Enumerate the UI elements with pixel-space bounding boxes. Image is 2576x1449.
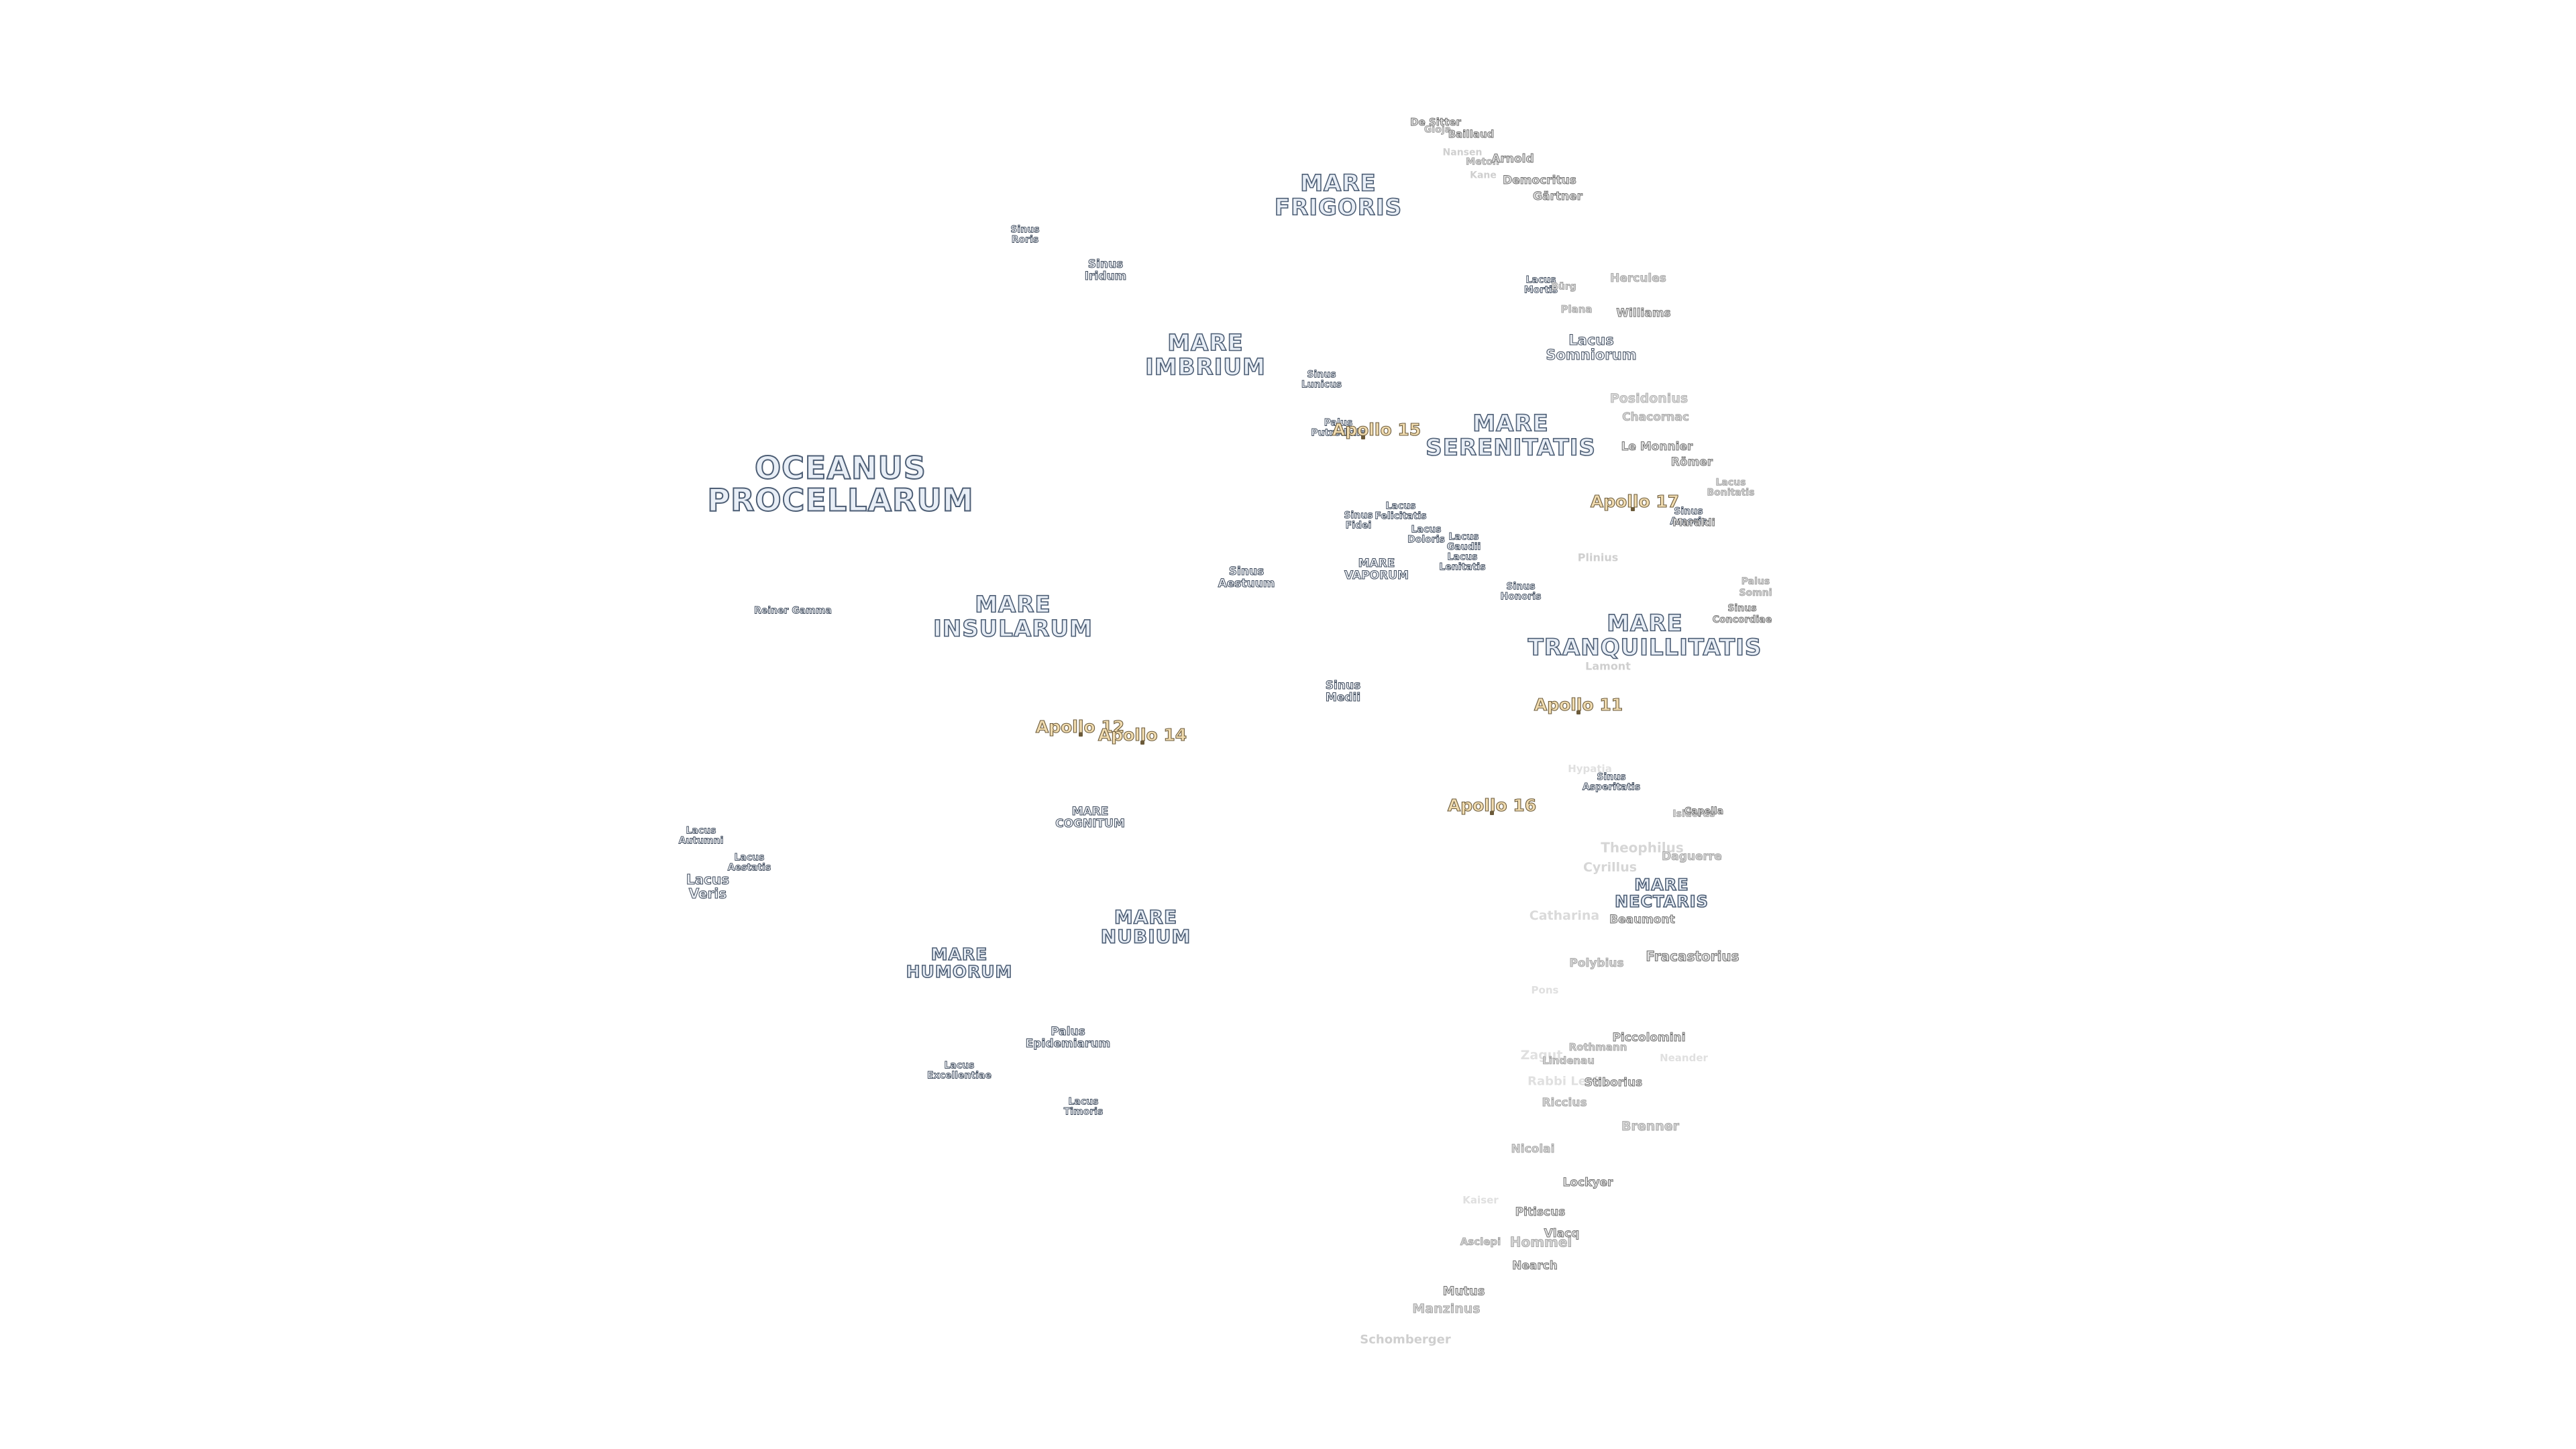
- nansen-label: Nansen: [1442, 147, 1483, 158]
- posidonius-label: Posidonius: [1609, 391, 1688, 407]
- pons-label: Pons: [1531, 984, 1559, 997]
- brenner-label: Brenner: [1621, 1119, 1680, 1134]
- democritus-label: Democritus: [1503, 174, 1577, 188]
- lamont-label: Lamont: [1585, 659, 1631, 673]
- catharina-label: Catharina: [1529, 908, 1600, 924]
- apollo-11-marker: [1576, 710, 1580, 714]
- reiner-gamma-label: Reiner Gamma: [754, 605, 833, 616]
- rothmann-label: Rothmann: [1568, 1041, 1627, 1054]
- apollo-16-marker: [1490, 811, 1494, 815]
- lindenau-label: Lindenau: [1542, 1055, 1595, 1067]
- rabbi-levi-label: Rabbi Levi: [1527, 1074, 1599, 1089]
- maraldi-label: Maraldi: [1672, 517, 1715, 529]
- neander-label: Neander: [1660, 1052, 1708, 1065]
- apollo-17-label: Apollo 17: [1590, 491, 1680, 511]
- meton-label: Meton: [1466, 156, 1500, 168]
- isidorus-label: Isidorus: [1672, 808, 1715, 820]
- chacornac-label: Chacornac: [1622, 411, 1690, 425]
- polybius-label: Polybius: [1569, 957, 1624, 971]
- hommel-label: Hommel: [1509, 1234, 1572, 1250]
- arnold-label: Arnold: [1491, 152, 1534, 166]
- burg-label: Bürg: [1551, 281, 1576, 292]
- pitiscus-label: Pitiscus: [1515, 1205, 1566, 1220]
- le-monnier-label: Le Monnier: [1621, 440, 1693, 454]
- sinus-concordiae-label: Sinus Concordiae: [1712, 603, 1772, 626]
- romer-label: Römer: [1670, 455, 1713, 470]
- lockyer-label: Lockyer: [1562, 1176, 1613, 1190]
- theophilus-label: Theophilus: [1601, 839, 1684, 856]
- kaiser-label: Kaiser: [1462, 1194, 1499, 1207]
- apollo-14-marker: [1140, 741, 1144, 745]
- stiborius-label: Stiborius: [1584, 1076, 1643, 1090]
- plana-label: Plana: [1560, 303, 1593, 316]
- de-sitter-label: De Sitter: [1410, 116, 1462, 129]
- apollo-17-marker: [1631, 507, 1635, 511]
- nearch-label: Nearch: [1512, 1259, 1558, 1273]
- lacus-bonitatis-label: Lacus Bonitatis: [1707, 477, 1755, 498]
- hypatia-label: Hypatia: [1568, 763, 1612, 775]
- plinius-label: Plinius: [1577, 551, 1619, 564]
- zagut-label: Zagut: [1520, 1048, 1563, 1063]
- apollo-12-marker: [1079, 733, 1083, 737]
- riccius-label: Riccius: [1542, 1096, 1587, 1110]
- daguerre-label: Daguerre: [1662, 850, 1722, 864]
- hercules-label: Hercules: [1610, 272, 1667, 286]
- manzinus-label: Manzinus: [1412, 1301, 1481, 1317]
- kane-label: Kane: [1470, 170, 1497, 181]
- capella-label: Capella: [1684, 806, 1724, 817]
- apollo-15-label: Apollo 15: [1332, 419, 1421, 439]
- apollo-15-marker: [1361, 435, 1365, 439]
- williams-label: Williams: [1616, 307, 1671, 321]
- nicolai-label: Nicolai: [1511, 1142, 1555, 1157]
- piccolomini-label: Piccolomini: [1612, 1031, 1686, 1045]
- gioja-label: Gioja: [1424, 124, 1452, 136]
- schomberger-label: Schomberger: [1360, 1332, 1451, 1347]
- baillaud-label: Baillaud: [1448, 128, 1495, 141]
- fracastorius-label: Fracastorius: [1646, 948, 1739, 965]
- palus-somni-label: Palus Somni: [1739, 576, 1772, 599]
- asclepi-label: Asclepi: [1460, 1236, 1501, 1248]
- mutus-label: Mutus: [1442, 1284, 1485, 1299]
- cyrillus-label: Cyrillus: [1582, 860, 1638, 875]
- beaumont-label: Beaumont: [1609, 913, 1676, 927]
- gartner-label: Gärtner: [1533, 190, 1583, 204]
- vlacq-label: Vlacq: [1544, 1227, 1580, 1241]
